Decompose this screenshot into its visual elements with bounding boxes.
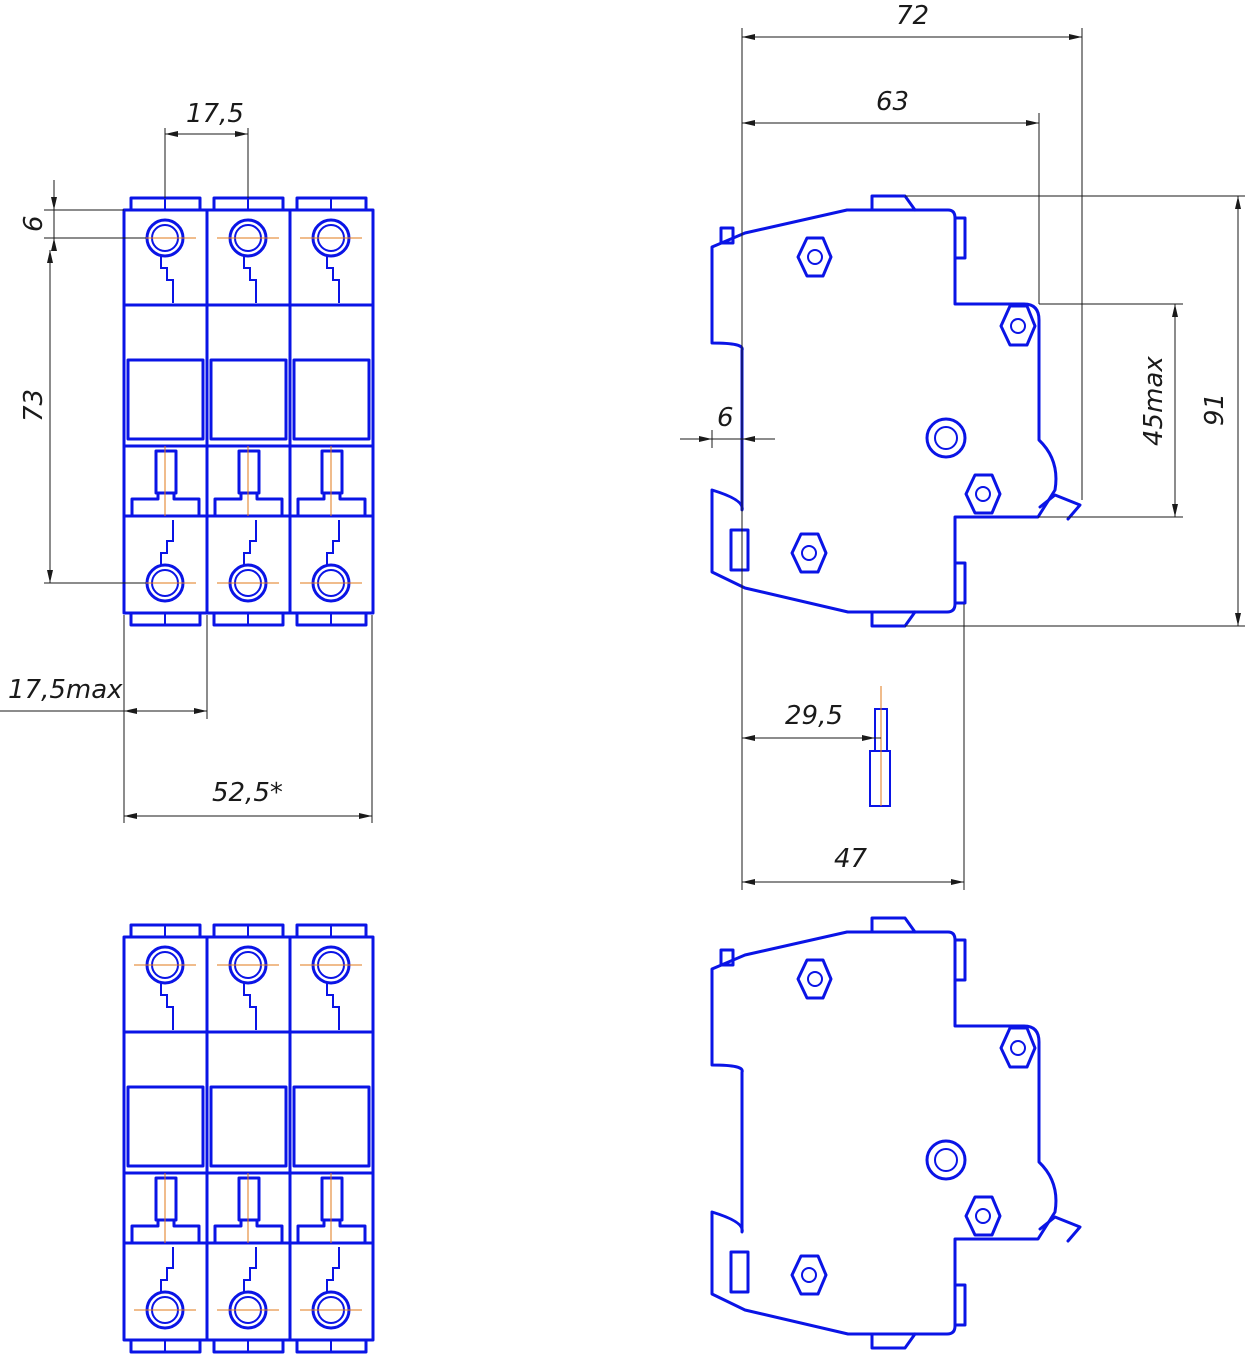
dim-text-6-side: 6 [717,403,734,433]
pole-2 [205,196,292,627]
dimension-total-width: 52,5* [124,615,373,823]
dim-text-91: 91 [1200,393,1230,426]
dim-text-17-5: 17,5 [186,99,244,129]
dimension-rail-position: 29,5 [742,701,881,741]
dim-text-72: 72 [896,1,929,31]
dimension-pole-width: 17,5 [164,99,249,198]
dimension-pole-width-max: 17,5max [0,615,208,823]
dim-text-47: 47 [834,844,868,874]
dimension-overall-height: 91 [905,195,1245,627]
din-rail-section [869,686,891,807]
pole-3 [288,923,375,1354]
side-view-upper [710,194,1082,628]
pole-3 [288,196,375,627]
front-view-lower [122,923,375,1354]
pole-2 [205,923,292,1354]
dim-text-52-5: 52,5* [212,778,283,808]
dimension-body-depth: 47 [742,604,965,890]
pole-1 [122,923,209,1354]
dimension-overall-depth: 72 [741,1,1083,890]
dim-text-45max: 45max [1139,356,1169,446]
dim-text-6-front: 6 [19,215,49,232]
side-view-lower [710,916,1082,1350]
dimension-terminal-span: 73 [19,250,146,584]
front-view-upper [122,196,375,627]
dim-text-29-5: 29,5 [785,701,843,731]
dimension-depth-to-front: 63 [742,87,1040,304]
dim-text-63: 63 [876,87,909,117]
pole-1 [122,196,209,627]
dimension-terminal-offset: 6 [19,180,146,251]
dim-text-73: 73 [19,389,49,422]
dim-text-17-5max: 17,5max [8,675,123,705]
dimension-din-clip: 6 [680,403,775,448]
dimension-front-height: 45max [1038,303,1183,518]
